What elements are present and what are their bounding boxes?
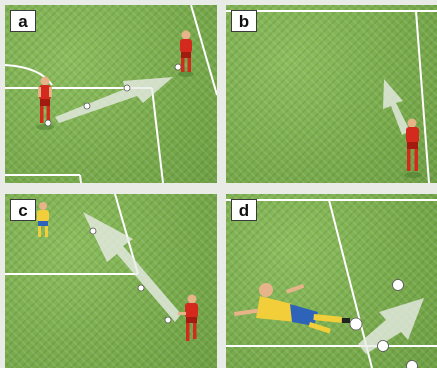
ball-trail xyxy=(175,64,181,70)
panel-d-scene xyxy=(226,194,437,368)
panel-label: a xyxy=(10,10,36,32)
ball-trail xyxy=(84,103,90,109)
ball-trail xyxy=(407,361,418,368)
touch-line xyxy=(191,5,217,95)
goal-area-side-line xyxy=(80,175,81,183)
run-arrow xyxy=(383,79,410,135)
penalty-box-side-line xyxy=(152,88,163,183)
panel-b: b xyxy=(226,5,437,183)
ball-trail xyxy=(138,285,144,291)
panel-b-scene xyxy=(226,5,437,183)
pass-arrow xyxy=(83,212,181,322)
panel-d: d xyxy=(226,194,437,368)
panel-label: d xyxy=(231,199,257,221)
panel-label: b xyxy=(231,10,257,32)
panel-a-scene xyxy=(5,5,217,183)
ball-trail xyxy=(90,228,96,234)
ball-trail xyxy=(393,280,404,291)
ball xyxy=(45,120,51,126)
red-player xyxy=(178,31,194,78)
panel-c-scene xyxy=(5,194,217,368)
panel-label: c xyxy=(10,199,36,221)
yellow-player xyxy=(37,202,49,237)
panel-a: a xyxy=(5,5,217,183)
ball xyxy=(350,318,362,330)
ball-trail xyxy=(124,85,130,91)
ball-trail xyxy=(378,341,389,352)
yellow-player-sliding xyxy=(234,283,350,334)
ball xyxy=(165,317,171,323)
panel-c: c xyxy=(5,194,217,368)
red-player xyxy=(178,295,198,342)
